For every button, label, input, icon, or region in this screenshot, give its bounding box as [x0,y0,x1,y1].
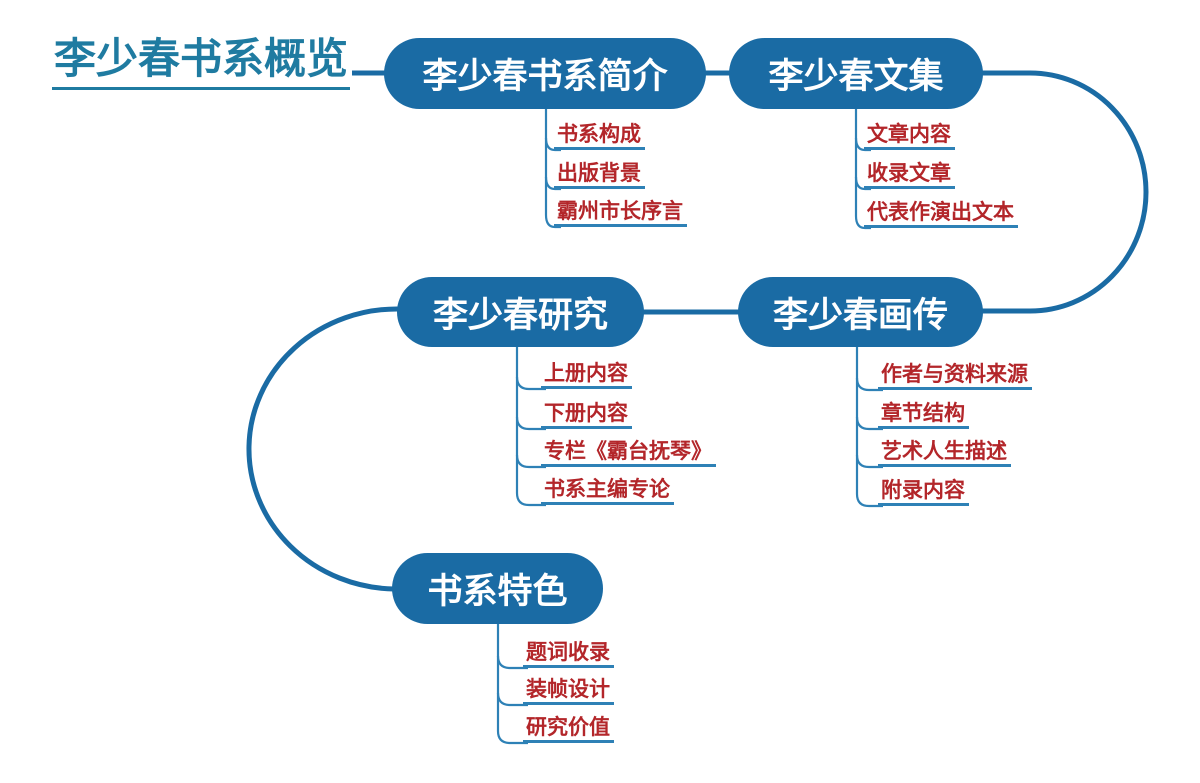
leaf-zhuanlan-bataifuqin[interactable]: 专栏《霸台抚琴》 [541,439,716,467]
leaf-wenzhang-neirong[interactable]: 文章内容 [864,122,955,150]
node-label: 李少春画传 [772,294,948,336]
branch-elbow [496,730,528,745]
leaf-zuozhe-ziliao[interactable]: 作者与资料来源 [878,362,1032,390]
leaf-shoulu-wenzhang[interactable]: 收录文章 [864,161,955,189]
node-wenji[interactable]: 李少春文集 [729,38,983,109]
node-tese[interactable]: 书系特色 [392,553,603,624]
branch-elbow [855,454,883,469]
leaf-daibiaozuo-wenben[interactable]: 代表作演出文本 [864,200,1018,228]
branch-elbow [515,416,546,431]
leaf-zhangjie-jiegou[interactable]: 章节结构 [878,401,969,429]
leaf-chuban-beijing[interactable]: 出版背景 [554,161,645,189]
leaf-bazhou-xuyan[interactable]: 霸州市长序言 [554,199,687,227]
branch-elbow [496,692,528,707]
branch-elbow [515,376,546,391]
branch-elbow [855,377,883,392]
branch-elbow [515,454,546,469]
node-label: 李少春书系简介 [422,56,668,97]
leaf-yanjiu-jiazhi[interactable]: 研究价值 [523,715,614,743]
root-node-title[interactable]: 李少春书系概览 [52,35,351,91]
node-huazhuan[interactable]: 李少春画传 [738,277,983,347]
node-yanjiu[interactable]: 李少春研究 [397,277,644,347]
leaf-shangce-neirong[interactable]: 上册内容 [541,361,632,389]
leaf-xiace-neirong[interactable]: 下册内容 [541,401,632,429]
node-label: 李少春研究 [432,294,608,336]
leaf-zhubian-zhuanlun[interactable]: 书系主编专论 [541,477,674,505]
node-label: 书系特色 [427,571,568,612]
link-yanjiu-to-tese-curve [246,306,401,592]
branch-elbow [855,416,883,431]
node-shuxi-jianjie[interactable]: 李少春书系简介 [384,38,706,109]
leaf-zhuangzhen-sheji[interactable]: 装帧设计 [523,677,614,705]
leaf-yishu-rensheng[interactable]: 艺术人生描述 [878,439,1011,467]
node-label: 李少春文集 [768,56,944,97]
leaf-tici-shoulu[interactable]: 题词收录 [523,640,614,668]
link-wenji-to-huazhuan-curve [980,70,1149,314]
leaf-shuxi-goucheng[interactable]: 书系构成 [554,122,645,150]
leaf-fulu-neirong[interactable]: 附录内容 [878,478,969,506]
branch-elbow [855,493,883,508]
branch-elbow [515,492,546,507]
branch-elbow [496,655,528,670]
